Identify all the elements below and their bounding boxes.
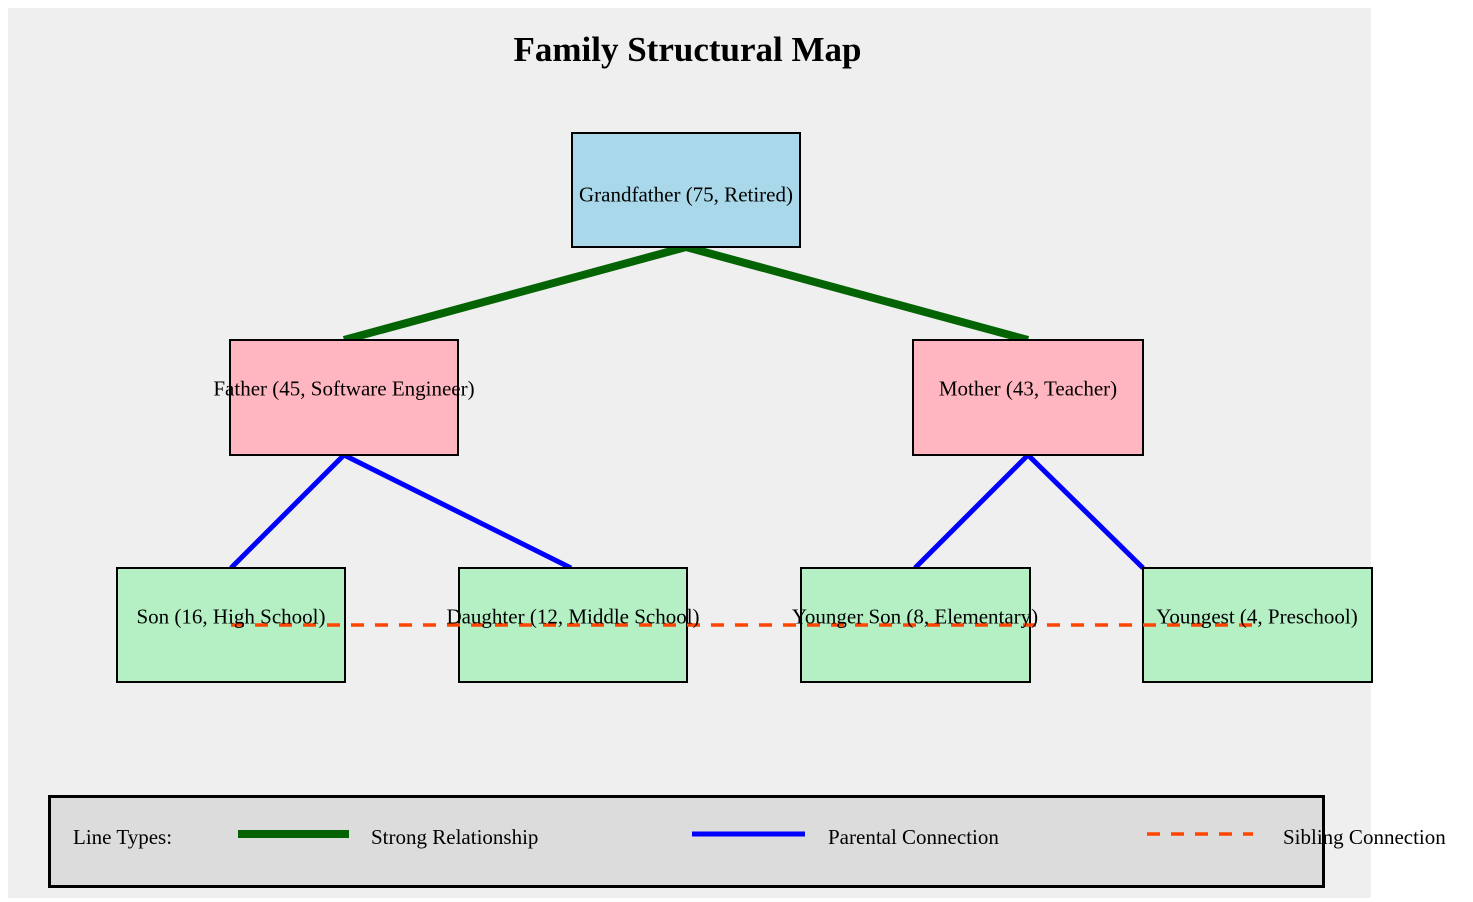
edge-grandfather-father	[342, 243, 688, 344]
edge-grandfather-mother	[684, 243, 1030, 344]
parental-line-swatch	[692, 831, 805, 837]
legend-sibling-label: Sibling Connection	[1283, 825, 1446, 849]
legend-strong-label: Strong Relationship	[371, 825, 539, 849]
edge-mother-youngest	[1026, 453, 1145, 570]
node-youngest-box	[1142, 567, 1373, 683]
legend-parental-label: Parental Connection	[828, 825, 999, 849]
node-mother-box	[912, 339, 1144, 456]
edge-father-son	[229, 453, 346, 570]
node-father-label: Father (45, Software Engineer)	[213, 376, 475, 401]
node-father-box	[229, 339, 459, 456]
node-youngest-label: Youngest (4, Preschool)	[1156, 604, 1358, 629]
edge-mother-younger-son	[913, 453, 1030, 570]
node-younger-son-label: Younger Son (8, Elementary)	[791, 604, 1039, 629]
legend-box: Line Types: Strong Relationship Parental…	[48, 795, 1446, 888]
sibling-line-swatch	[1147, 832, 1253, 836]
diagram-title: Family Structural Map	[513, 30, 862, 69]
node-mother-label: Mother (43, Teacher)	[938, 376, 1118, 401]
node-son-label: Son (16, High School)	[136, 604, 326, 629]
node-grandfather-box	[571, 132, 801, 248]
node-daughter-label: Daughter (12, Middle School)	[446, 604, 700, 629]
node-grandfather-label: Grandfather (75, Retired)	[579, 182, 793, 207]
legend-heading: Line Types:	[73, 825, 173, 849]
strong-line-swatch	[238, 830, 349, 838]
edge-father-daughter	[342, 452, 573, 571]
